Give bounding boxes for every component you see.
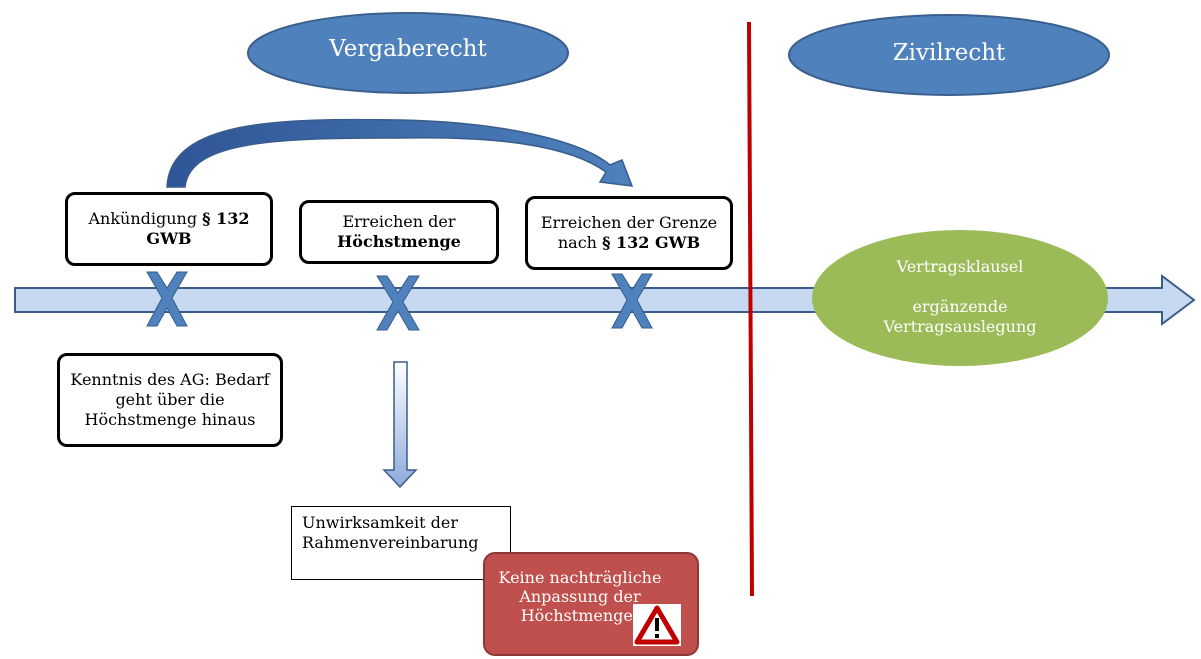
- civil-law-ellipse: [812, 230, 1108, 366]
- announcement-bold: § 132 GWB: [146, 209, 250, 248]
- warning-box: Keine nachträgliche Anpassung der Höchst…: [483, 552, 699, 656]
- cross-marker-icon: [146, 271, 188, 327]
- max-quantity-bold: Höchstmenge: [337, 232, 461, 251]
- announcement-box: Ankündigung § 132 GWB: [65, 192, 273, 266]
- supplementary-interpretation-label: ergänzende Vertragsauslegung: [883, 297, 1037, 336]
- vergaberecht-ellipse: [247, 12, 569, 94]
- zivilrecht-ellipse: [788, 14, 1110, 96]
- invalidity-box: Unwirksamkeit der Rahmenvereinbarung: [291, 506, 511, 580]
- curved-arrow-icon: [166, 118, 634, 188]
- domain-divider-line: [747, 21, 754, 597]
- cross-marker-icon: [376, 275, 420, 331]
- max-quantity-text: Erreichen der: [342, 212, 456, 231]
- knowledge-box: Kenntnis des AG: Bedarf geht über die Hö…: [57, 353, 283, 447]
- warning-triangle-icon: [633, 604, 681, 646]
- vergaberecht-title: Vergaberecht: [329, 36, 487, 62]
- cross-marker-icon: [611, 273, 653, 329]
- down-arrow-icon: [382, 361, 418, 489]
- threshold-text: Erreichen der Grenze nach: [540, 213, 718, 252]
- threshold-bold: § 132 GWB: [602, 233, 701, 252]
- zivilrecht-title: Zivilrecht: [892, 40, 1006, 66]
- announcement-text: Ankündigung: [88, 209, 203, 228]
- warning-text: Keine nachträgliche Anpassung der Höchst…: [498, 568, 662, 625]
- contract-clause-label: Vertragsklausel: [896, 257, 1024, 276]
- threshold-box: Erreichen der Grenze nach § 132 GWB: [525, 196, 733, 270]
